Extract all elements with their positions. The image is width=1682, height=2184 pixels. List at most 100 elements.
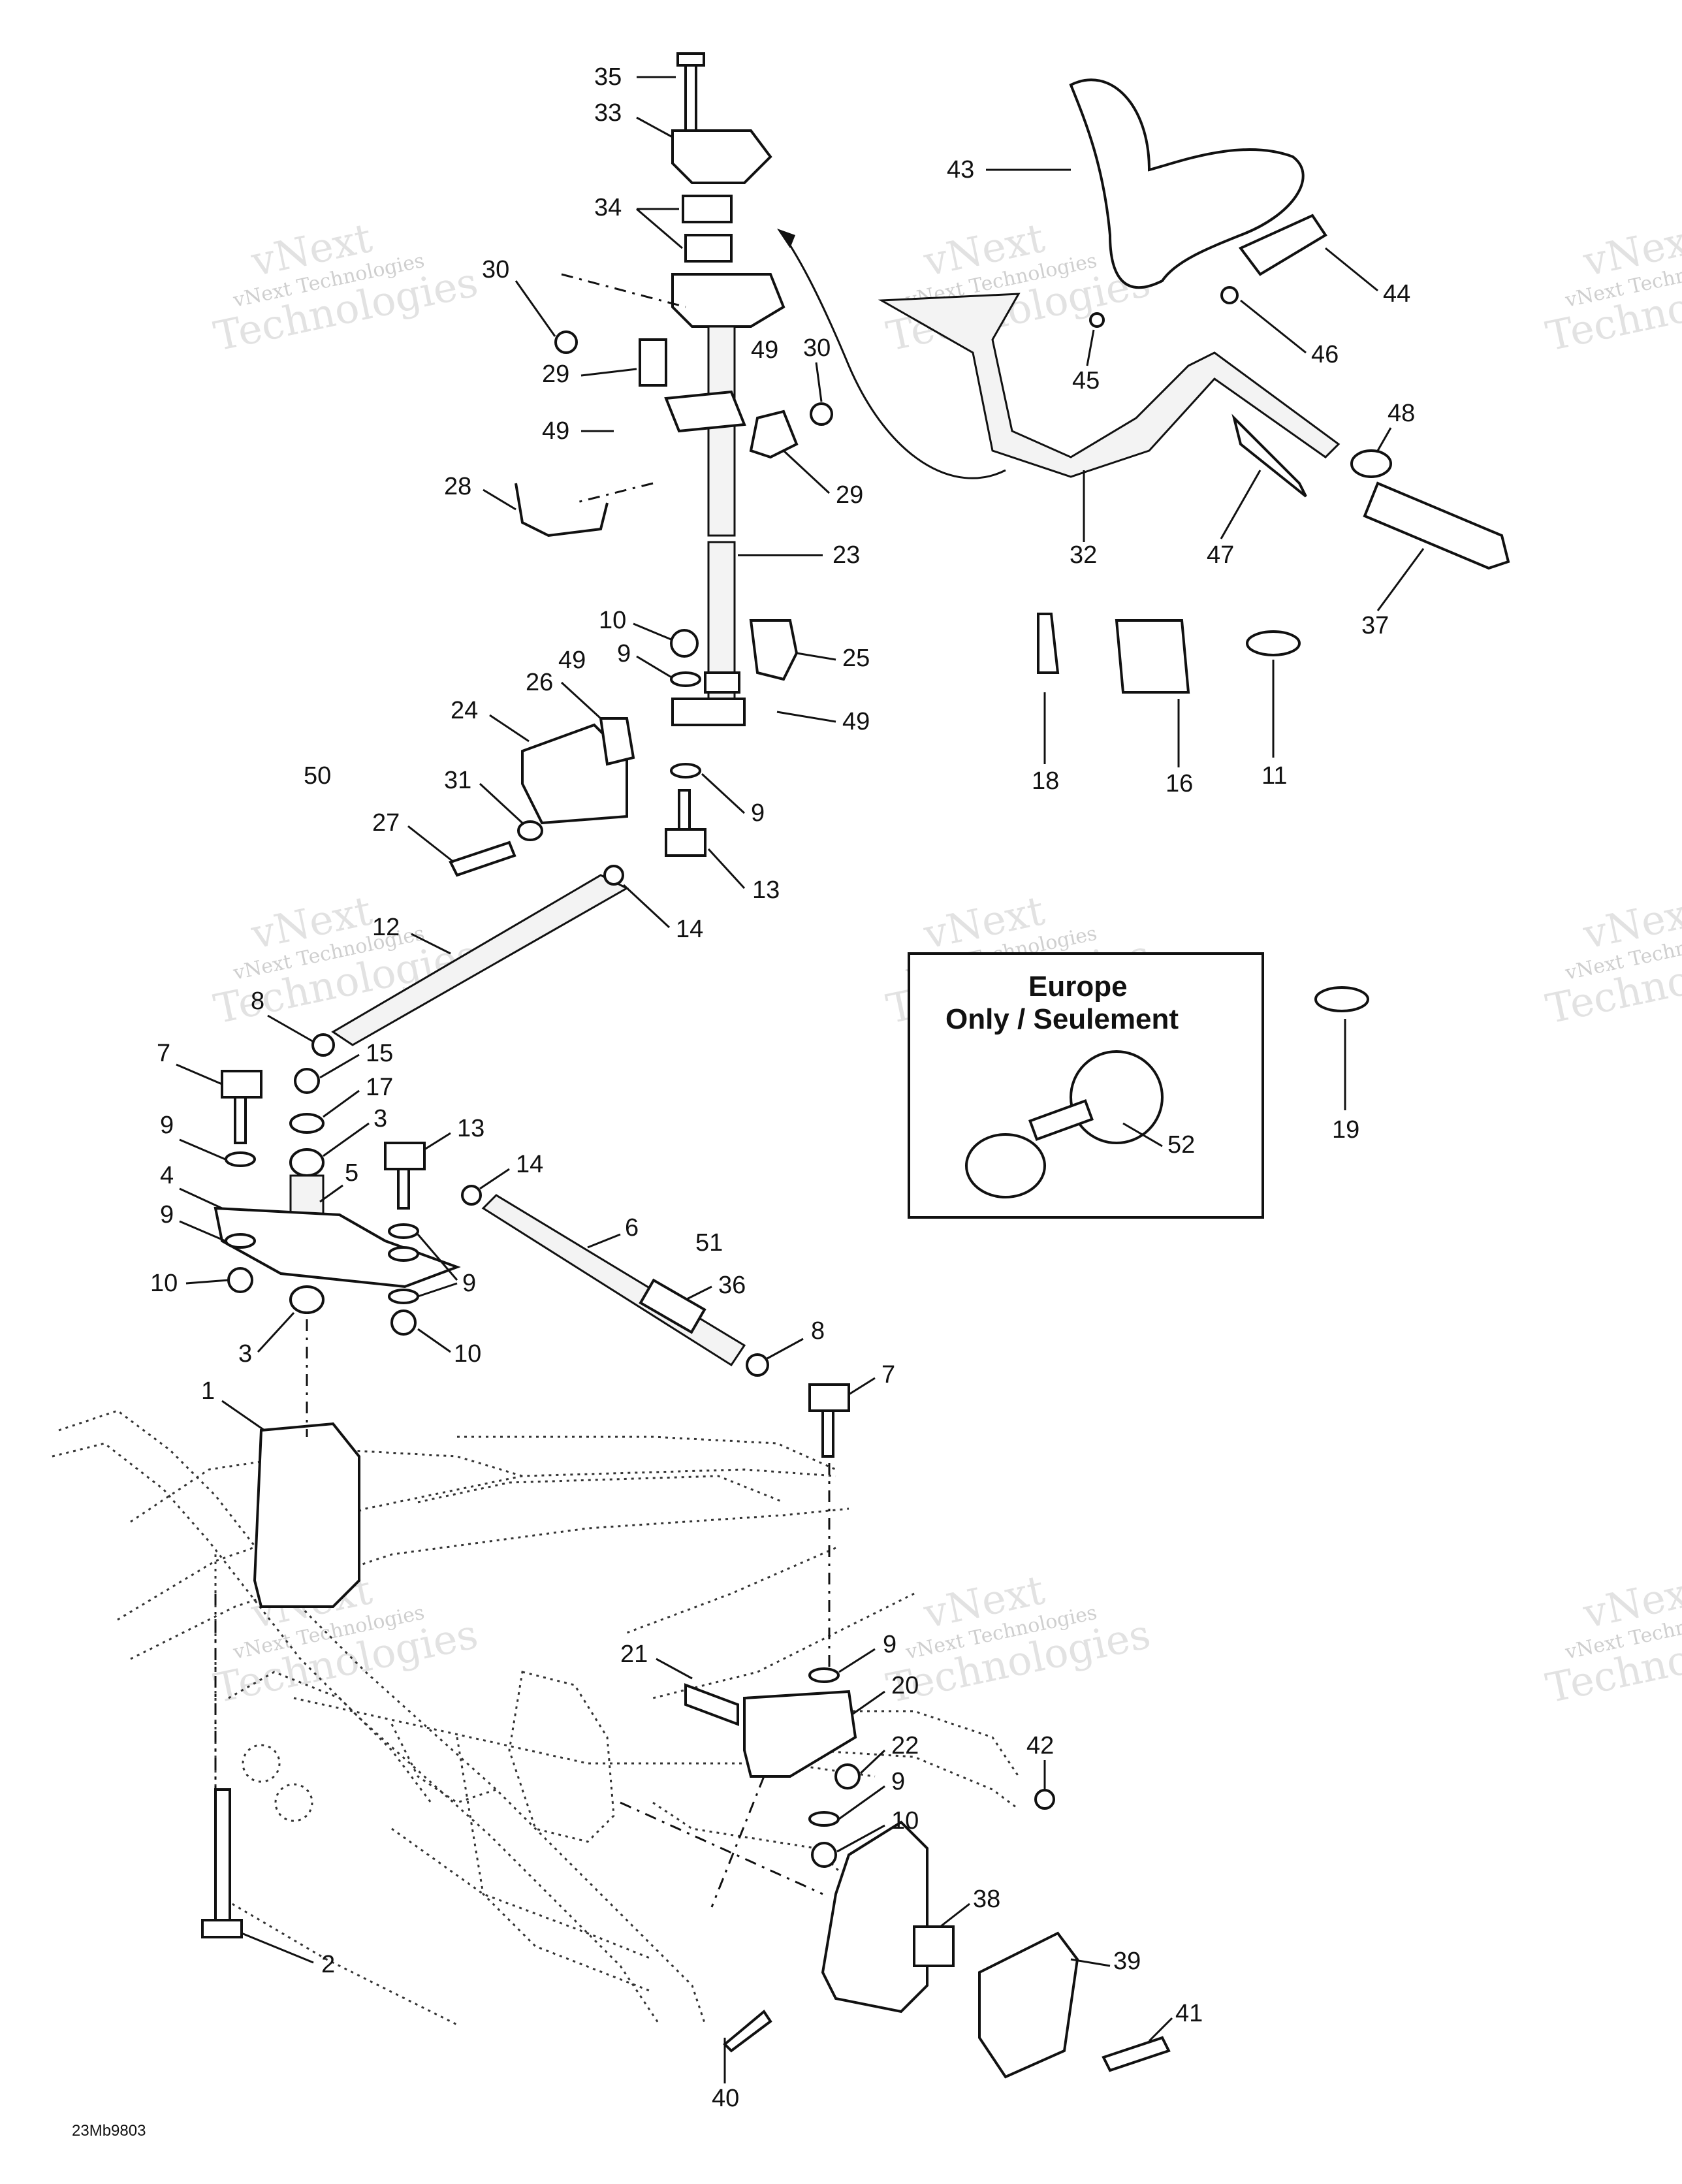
lower-assembly <box>201 1319 1171 2079</box>
callout-37: 37 <box>1361 548 1425 639</box>
ball-joint-stud-7a <box>234 1096 247 1144</box>
cable-tie-11 <box>1246 630 1301 656</box>
ball-joint-7b <box>808 1383 850 1412</box>
washer-17 <box>289 1113 325 1134</box>
pad-strip-44 <box>1238 214 1327 276</box>
rivet-41 <box>1102 2036 1171 2072</box>
callout-14a: 14 <box>622 884 703 943</box>
nut-10d <box>811 1842 837 1868</box>
svg-text:13: 13 <box>457 1115 484 1142</box>
callout-36: 36 <box>685 1272 746 1301</box>
washer-9e <box>388 1223 419 1239</box>
bolt-27 <box>449 841 516 877</box>
ring-48 <box>1350 449 1392 478</box>
svg-text:11: 11 <box>1262 762 1287 790</box>
callout-42: 42 <box>1026 1732 1054 1790</box>
svg-text:10: 10 <box>891 1807 919 1835</box>
svg-text:41: 41 <box>1175 2000 1203 2027</box>
bolt-21 <box>684 1683 739 1726</box>
svg-text:19: 19 <box>1332 1116 1359 1144</box>
svg-text:1: 1 <box>201 1377 215 1405</box>
nozzle-outlet <box>913 1925 955 1967</box>
ball-joint-stud-13b <box>397 1168 410 1210</box>
bushing-25 <box>749 619 799 681</box>
callout-32: 32 <box>1070 470 1097 569</box>
horn-neck <box>1028 1099 1094 1142</box>
boot-36 <box>639 1278 706 1334</box>
svg-text:14: 14 <box>516 1151 543 1178</box>
bracket-24 <box>521 723 628 825</box>
svg-text:9: 9 <box>891 1768 905 1795</box>
callout-9e: 9 <box>417 1234 476 1298</box>
svg-text:18: 18 <box>1032 767 1059 795</box>
diagram-reference-code: 23Mb9803 <box>72 2122 146 2140</box>
callout-9f: 9 <box>838 1631 897 1673</box>
svg-text:39: 39 <box>1113 1948 1141 1975</box>
steering-arm-20 <box>743 1690 857 1778</box>
u-bolt-28 <box>515 483 609 538</box>
bushing-34b <box>684 234 733 263</box>
bushing-29b <box>749 410 799 459</box>
throttle-47 <box>1231 413 1307 498</box>
callout-49b: 49 <box>751 336 778 364</box>
callout-25: 25 <box>796 645 870 672</box>
svg-text:32: 32 <box>1070 541 1097 569</box>
callout-28: 28 <box>444 473 516 511</box>
callout-50: 50 <box>304 762 331 790</box>
callout-44: 44 <box>1325 247 1410 308</box>
callout-10d: 10 <box>836 1807 919 1853</box>
svg-text:27: 27 <box>372 809 400 837</box>
tie-rod-6 <box>481 1194 746 1367</box>
column-collar <box>704 671 740 694</box>
callout-2: 2 <box>241 1932 335 1978</box>
svg-text:29: 29 <box>542 361 569 388</box>
svg-text:6: 6 <box>625 1214 639 1242</box>
hull-frame <box>52 1409 1020 2026</box>
watermark-1: vNext vNext Technologies Technologies <box>210 214 482 361</box>
callout-5: 5 <box>319 1159 358 1203</box>
nut-30b <box>810 402 833 426</box>
handlebar-assembly <box>777 78 1510 1012</box>
callout-49a: 49 <box>542 417 614 445</box>
svg-text:33: 33 <box>594 99 622 127</box>
callout-30a: 30 <box>482 256 556 337</box>
svg-text:9: 9 <box>617 640 631 667</box>
callout-49c: 49 <box>558 647 586 674</box>
ball-joint-13b <box>384 1142 426 1170</box>
callout-51: 51 <box>695 1229 723 1257</box>
washer-9i <box>808 1811 840 1827</box>
svg-text:3: 3 <box>238 1340 252 1368</box>
svg-text:46: 46 <box>1311 341 1339 368</box>
callout-9g: 9 <box>838 1768 905 1820</box>
svg-text:48: 48 <box>1388 400 1415 427</box>
svg-text:3: 3 <box>373 1105 387 1132</box>
callout-29b: 29 <box>782 449 863 509</box>
svg-text:8: 8 <box>811 1317 825 1345</box>
callout-34: 34 <box>594 194 683 249</box>
svg-text:7: 7 <box>881 1361 895 1389</box>
cable-tie-19 <box>1314 986 1369 1012</box>
svg-text:35: 35 <box>594 63 622 91</box>
washer-9g <box>388 1289 419 1304</box>
screw-46 <box>1220 286 1239 304</box>
washer-31 <box>517 820 543 841</box>
watermark-4: vNext vNext Technologies Technologies <box>210 886 482 1033</box>
nut-15 <box>294 1068 320 1094</box>
grip-37 <box>1363 481 1510 570</box>
svg-text:8: 8 <box>251 988 264 1015</box>
svg-text:25: 25 <box>842 645 870 672</box>
callout-38: 38 <box>940 1886 1000 1928</box>
callout-3b: 3 <box>238 1311 295 1368</box>
callout-4: 4 <box>160 1162 223 1210</box>
callout-35: 35 <box>594 63 676 91</box>
bolt-2 <box>214 1788 231 1921</box>
svg-text:4: 4 <box>160 1162 174 1189</box>
nut-10b <box>227 1267 253 1293</box>
svg-text:29: 29 <box>836 481 863 509</box>
callout-9c: 9 <box>160 1112 226 1161</box>
svg-text:16: 16 <box>1166 770 1193 797</box>
callout-39: 39 <box>1070 1948 1141 1975</box>
washer-42 <box>1034 1789 1055 1810</box>
svg-text:9: 9 <box>751 799 765 827</box>
svg-text:9: 9 <box>462 1270 476 1297</box>
